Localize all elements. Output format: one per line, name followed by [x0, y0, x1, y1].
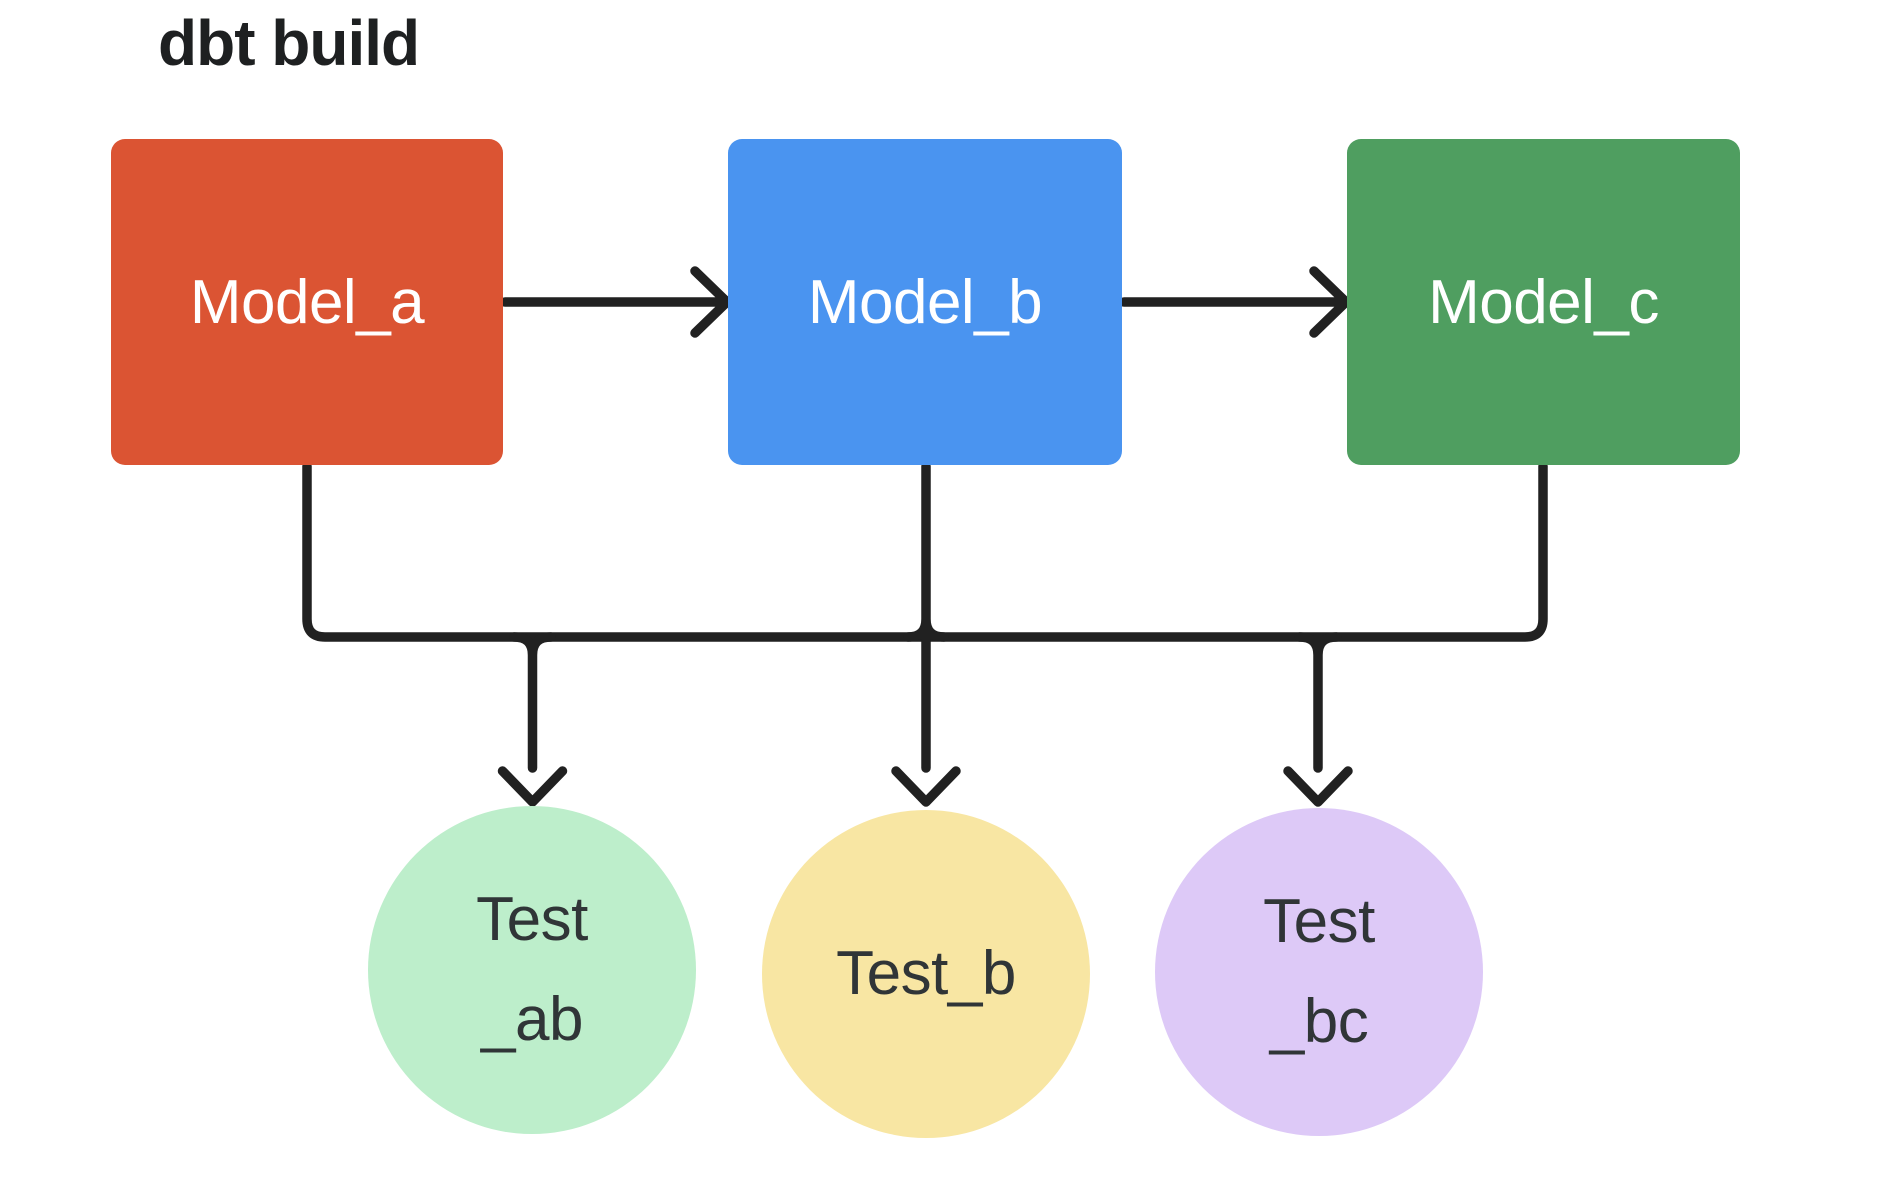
node-test-bc[interactable]: Test _bc [1155, 808, 1483, 1136]
node-model-c[interactable]: Model_c [1347, 139, 1740, 465]
node-test-bc-label-line1: Test [1263, 887, 1375, 956]
node-model-a[interactable]: Model_a [111, 139, 503, 465]
edge-model-b-to-test-b[interactable] [891, 461, 961, 807]
node-test-b-label-line1: Test_b [836, 939, 1016, 1008]
node-model-b[interactable]: Model_b [728, 139, 1122, 465]
node-test-ab-label-line1: Test [476, 885, 588, 954]
edge-model-a-to-model-b[interactable] [500, 266, 732, 338]
edge-model-b-to-model-c[interactable] [1119, 266, 1351, 338]
node-test-ab[interactable]: Test _ab [368, 806, 696, 1134]
edge-branch-to-test-ab[interactable] [497, 632, 568, 807]
node-model-a-label: Model_a [189, 267, 425, 337]
node-test-bc-label-line2: _bc [1269, 987, 1369, 1056]
node-test-ab-label-line2: _ab [481, 985, 583, 1054]
diagram-title: dbt build [158, 7, 420, 79]
node-test-b[interactable]: Test_b [762, 810, 1090, 1138]
node-model-b-label: Model_b [807, 267, 1043, 337]
edge-branch-to-test-bc[interactable] [1283, 632, 1353, 807]
node-model-c-label: Model_c [1428, 267, 1659, 337]
